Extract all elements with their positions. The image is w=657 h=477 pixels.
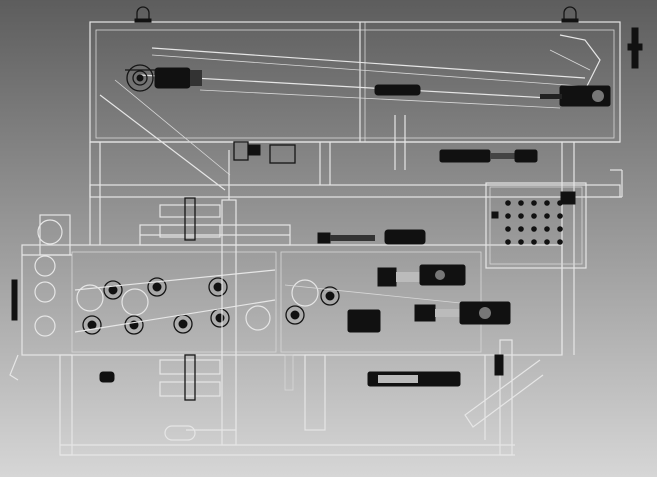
lifting-lug-left xyxy=(134,6,152,23)
left-roller-column xyxy=(9,219,63,381)
tension-cylinder-lower xyxy=(367,371,461,387)
press-rollers xyxy=(74,269,481,335)
tension-cylinder-right-a xyxy=(377,264,466,287)
panel-button xyxy=(544,200,550,206)
main-frame xyxy=(89,79,623,355)
tension-cylinder-upper xyxy=(439,149,538,163)
panel-button xyxy=(544,239,550,245)
panel-button xyxy=(518,200,524,206)
nameplate xyxy=(347,309,381,333)
drive-motor-icon xyxy=(125,64,202,92)
panel-button xyxy=(505,226,511,232)
panel-button xyxy=(531,213,537,219)
control-panel-button-grid xyxy=(505,200,563,245)
base-frame xyxy=(59,339,544,456)
panel-button xyxy=(557,200,563,206)
tension-cylinder-right-b xyxy=(414,301,511,325)
panel-button xyxy=(518,226,524,232)
inspection-slot xyxy=(374,84,421,96)
panel-button xyxy=(518,239,524,245)
panel-button xyxy=(518,213,524,219)
panel-button xyxy=(505,239,511,245)
panel-button xyxy=(505,213,511,219)
upper-conveyor-box xyxy=(89,21,621,143)
control-panel xyxy=(485,182,587,269)
panel-button xyxy=(544,213,550,219)
tension-cylinder-middle xyxy=(317,229,426,245)
panel-button xyxy=(557,239,563,245)
upper-right-drive-icon xyxy=(540,85,611,107)
panel-button xyxy=(531,226,537,232)
lifting-lug-right xyxy=(561,6,579,23)
panel-button xyxy=(531,239,537,245)
panel-button xyxy=(505,200,511,206)
handwheel-icon xyxy=(627,27,643,69)
panel-button xyxy=(557,226,563,232)
panel-button xyxy=(544,226,550,232)
panel-button xyxy=(531,200,537,206)
panel-button xyxy=(557,213,563,219)
